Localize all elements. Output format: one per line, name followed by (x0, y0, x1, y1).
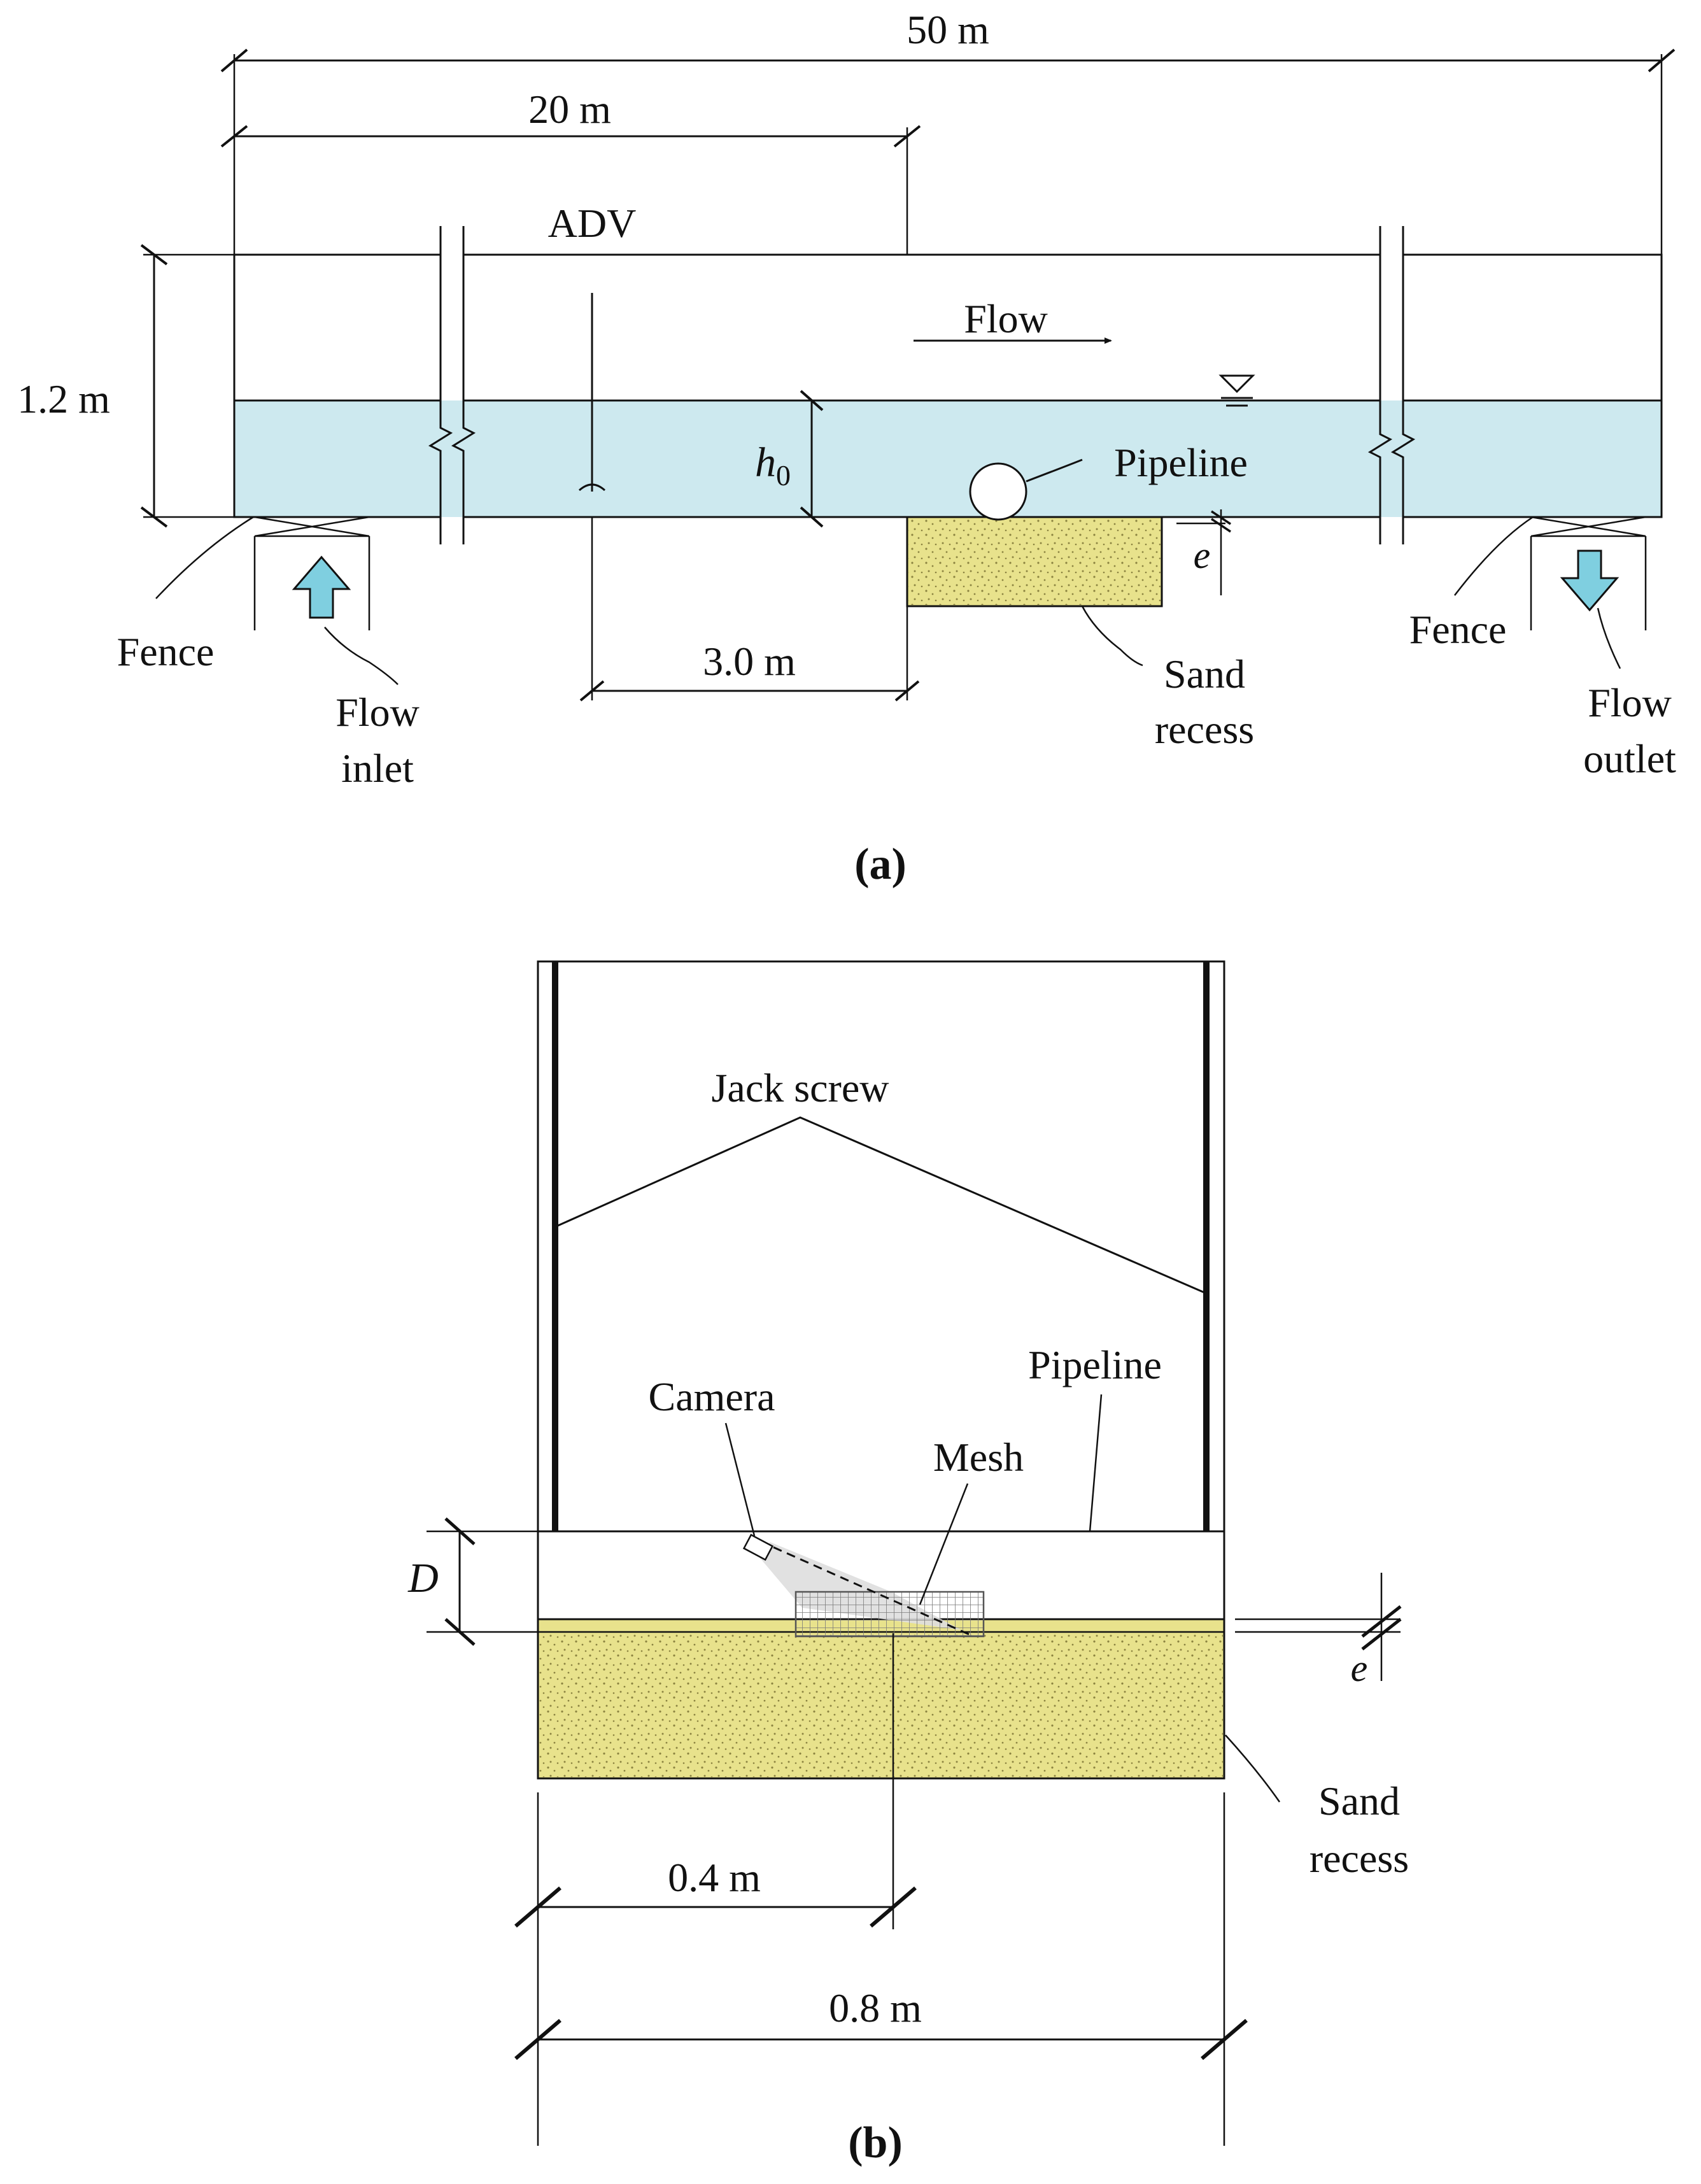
camera-label-group: Camera (649, 1374, 775, 1536)
dimension-label-20m: 20 m (528, 87, 611, 132)
dimension-upstream-20m: 20 m (220, 87, 921, 255)
pipeline-label-a: Pipeline (1114, 440, 1248, 485)
dimension-length-50m: 50 m (220, 7, 1676, 255)
caption-b: (b) (848, 2118, 903, 2167)
svg-text:Flow: Flow (335, 690, 420, 735)
svg-text:Flow: Flow (1588, 680, 1672, 725)
break-line-left (428, 226, 476, 544)
break-line-right (1367, 226, 1416, 544)
camera-label: Camera (649, 1374, 775, 1419)
panel-b: Jack screw Pipeline Camera Mesh (407, 960, 1409, 2167)
flow-outlet: Flow outlet (1530, 516, 1676, 781)
dimension-half-width: 0.4 m (514, 1633, 917, 2146)
svg-text:Fence: Fence (117, 629, 215, 674)
water-level-icon (1218, 374, 1255, 407)
camera-icon (742, 1533, 774, 1561)
pipeline-label-b: Pipeline (1028, 1342, 1162, 1387)
svg-text:Fence: Fence (1409, 607, 1507, 652)
dimension-full-width: 0.8 m (514, 1792, 1248, 2146)
mesh-label-group: Mesh (919, 1435, 1024, 1605)
svg-text:Sand: Sand (1164, 651, 1245, 697)
flume-cross-section (537, 960, 1225, 1622)
gap-dimension-b: e (1235, 1573, 1402, 1689)
inlet-arrow-icon (292, 555, 351, 619)
pipeline-label-group-b: Pipeline (1028, 1342, 1162, 1532)
fence-left: Fence (117, 516, 254, 674)
water-depth-label: h0 (755, 439, 791, 492)
mesh-label: Mesh (933, 1435, 1024, 1480)
svg-text:outlet: outlet (1583, 736, 1676, 781)
flow-direction: Flow (914, 296, 1112, 344)
dimension-label-3m: 3.0 m (703, 639, 796, 684)
dimension-adv-3m: 3.0 m (579, 517, 920, 702)
adv-probe: ADV (548, 201, 637, 492)
outlet-arrow-icon (1560, 550, 1620, 612)
diameter-dimension: D (407, 1517, 538, 1646)
sand-recess-label-b: Sand recess (1225, 1734, 1409, 1881)
jack-screw-label: Jack screw (712, 1065, 889, 1110)
sand-recess-label-a: Sand recess (1081, 606, 1254, 752)
water-depth-dimension: h0 (755, 390, 824, 528)
water-depth-subscript: 0 (776, 459, 791, 492)
gap-label-a: e (1194, 534, 1211, 576)
jack-screw-label-group: Jack screw (557, 1065, 1205, 1294)
panel-a: 50 m 20 m (17, 7, 1676, 889)
adv-label: ADV (548, 201, 637, 246)
pipeline-a: Pipeline (969, 440, 1248, 521)
gap-dimension-a: e (1176, 509, 1231, 595)
svg-text:inlet: inlet (341, 746, 414, 791)
mesh-grid (794, 1591, 985, 1638)
flow-inlet: Flow inlet (253, 516, 420, 791)
dimension-height-1-2m: 1.2 m (17, 244, 234, 528)
svg-text:recess: recess (1155, 707, 1254, 752)
dimension-label-full: 0.8 m (829, 1985, 922, 2031)
fence-right: Fence (1409, 516, 1534, 652)
diameter-label: D (407, 1555, 439, 1601)
svg-text:Sand: Sand (1318, 1778, 1400, 1824)
dimension-label-50m: 50 m (907, 7, 989, 52)
flow-label: Flow (964, 296, 1048, 341)
svg-text:recess: recess (1309, 1836, 1409, 1881)
dimension-label-half: 0.4 m (668, 1855, 761, 1900)
camera-view (742, 1533, 985, 1638)
gap-label-b: e (1351, 1647, 1368, 1689)
water-body (233, 399, 1663, 518)
dimension-label-1-2m: 1.2 m (17, 376, 110, 422)
caption-a: (a) (854, 840, 907, 889)
